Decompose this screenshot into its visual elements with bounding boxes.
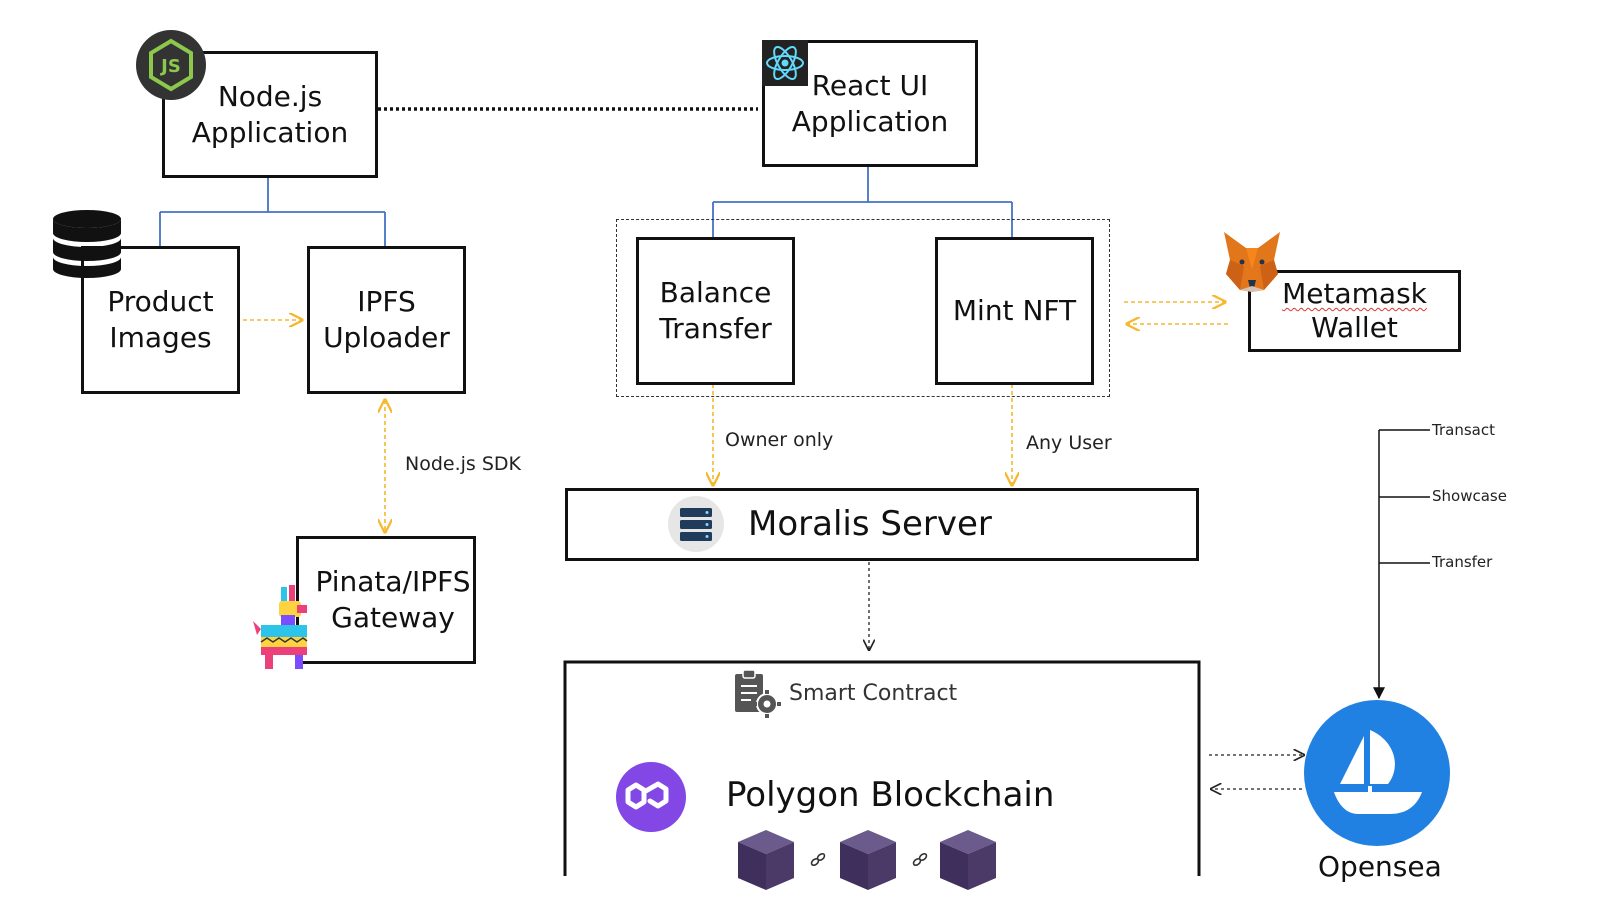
database-icon	[53, 210, 121, 278]
smart-contract-label: Smart Contract	[789, 681, 958, 706]
react-features-group	[616, 219, 1110, 397]
product-images-line2: Images	[109, 321, 212, 354]
block-cube-icon	[940, 830, 996, 890]
block-cube-icon	[738, 830, 794, 890]
ipfs-uploader-box[interactable]: IPFS Uploader	[307, 246, 466, 394]
nodejs-logo-icon: JS	[136, 30, 206, 100]
svg-text:JS: JS	[159, 56, 181, 77]
polygon-blockchain-container	[563, 660, 1201, 876]
opensea-action-showcase: Showcase	[1432, 487, 1507, 505]
balance-transfer-box[interactable]: Balance Transfer	[636, 237, 795, 385]
ipfs-uploader-line2: Uploader	[323, 321, 450, 354]
mint-nft-box[interactable]: Mint NFT	[935, 237, 1094, 385]
pinata-llama-icon	[253, 585, 308, 669]
opensea-action-transfer: Transfer	[1432, 553, 1493, 571]
metamask-wallet-line2: Wallet	[1311, 311, 1398, 344]
chain-link-icon	[810, 852, 826, 867]
nodejs-children-connector	[159, 178, 386, 246]
metamask-fox-icon	[1224, 232, 1280, 292]
ipfs-uploader-line1: IPFS	[357, 285, 416, 318]
block-chain-cubes	[738, 830, 996, 890]
react-ui-application-box[interactable]: React UI Application	[762, 40, 978, 167]
metamask-wallet-line1: Metamask	[1282, 277, 1427, 310]
opensea-actions-connector	[1373, 429, 1430, 700]
pinata-ipfs-gateway-box[interactable]: Pinata/IPFS Gateway	[296, 536, 476, 664]
moralis-server-label: Moralis Server	[748, 504, 992, 544]
pinata-gateway-line2: Gateway	[331, 601, 455, 634]
metamask-wallet-box[interactable]: Metamask Wallet	[1248, 270, 1461, 352]
opensea-action-transact: Transact	[1432, 421, 1495, 439]
polygon-logo-icon	[616, 762, 686, 832]
balance-transfer-line2: Transfer	[659, 312, 772, 345]
any-user-label: Any User	[1026, 432, 1112, 454]
block-cube-icon	[840, 830, 896, 890]
react-logo-icon	[762, 40, 808, 86]
balance-transfer-line1: Balance	[659, 276, 772, 309]
owner-only-label: Owner only	[725, 429, 834, 451]
server-icon	[668, 496, 724, 552]
mint-nft-label: Mint NFT	[952, 294, 1077, 327]
react-ui-line1: React UI	[811, 68, 929, 102]
react-ui-line2: Application	[791, 104, 949, 138]
nodejs-application-line1: Node.js	[217, 79, 323, 113]
product-images-line1: Product	[107, 285, 214, 318]
polygon-blockchain-label: Polygon Blockchain	[726, 775, 1055, 815]
nodejs-sdk-label: Node.js SDK	[405, 453, 521, 475]
chain-link-icon	[912, 852, 928, 867]
nodejs-application-line2: Application	[191, 115, 349, 149]
pinata-gateway-line1: Pinata/IPFS	[315, 565, 471, 598]
opensea-logo-icon	[1304, 700, 1450, 846]
contract-gear-icon	[735, 669, 781, 718]
opensea-label: Opensea	[1318, 850, 1442, 883]
